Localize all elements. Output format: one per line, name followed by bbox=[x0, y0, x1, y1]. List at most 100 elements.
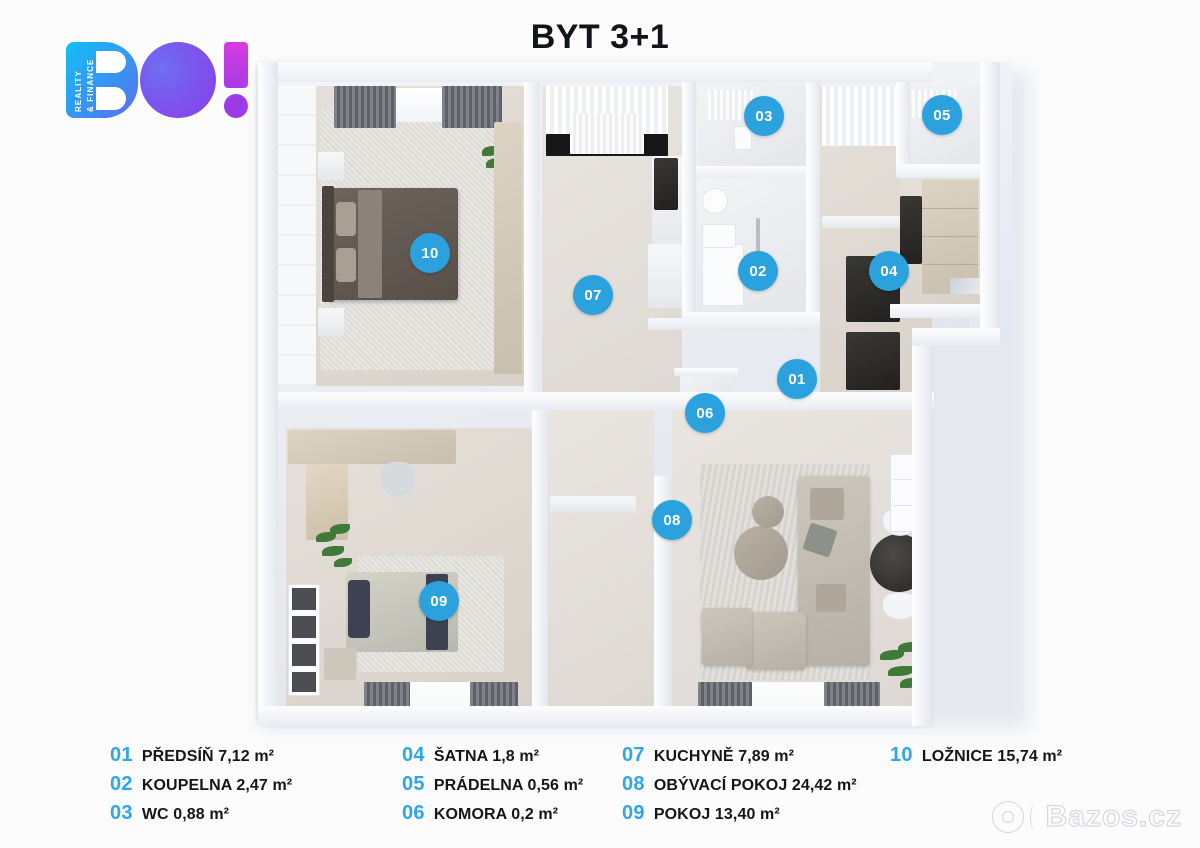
badge-room-08[interactable]: 08 bbox=[652, 500, 692, 540]
legend: 01 PŘEDSÍŇ 7,12 m² 02 KOUPELNA 2,47 m² 0… bbox=[110, 744, 1110, 836]
legend-label: KOMORA 0,2 m² bbox=[433, 806, 559, 823]
brand-logo: REALITY & FINANCE bbox=[66, 38, 248, 122]
legend-column-1: 01 PŘEDSÍŇ 7,12 m² 02 KOUPELNA 2,47 m² 0… bbox=[110, 744, 292, 831]
logo-exclamation-dot bbox=[224, 94, 248, 118]
legend-number: 02 bbox=[110, 773, 133, 795]
wall-bedroom10-kitchen bbox=[524, 76, 540, 406]
wall-kitchen-bath bbox=[682, 76, 696, 316]
living-08-coffee-table bbox=[734, 526, 788, 580]
bedroom-10-wardrobe-strip bbox=[494, 122, 522, 374]
legend-item-04: 04 ŠATNA 1,8 m² bbox=[402, 744, 583, 773]
bedroom-10-nightstand-top bbox=[318, 152, 344, 180]
wardrobe-04-mirror-panel bbox=[900, 196, 922, 264]
kitchen-07-window bbox=[570, 114, 644, 154]
wall-exterior-right bbox=[912, 338, 932, 726]
kitchen-07-appliance bbox=[654, 158, 678, 210]
room-09-overhead-cabinet bbox=[288, 430, 456, 464]
badge-room-01[interactable]: 01 bbox=[777, 359, 817, 399]
floorplan-render: 01 02 03 04 05 06 07 08 09 10 bbox=[250, 56, 1030, 730]
bedroom-10-pillow-bottom bbox=[336, 248, 356, 282]
wall-mid-horizontal bbox=[258, 392, 934, 410]
wall-exterior-right-upper bbox=[980, 62, 1000, 344]
wall-exterior-left bbox=[258, 62, 278, 722]
watermark-text: Bazos.cz bbox=[1045, 799, 1182, 833]
living-08-cushion-1 bbox=[810, 488, 844, 520]
badge-room-02[interactable]: 02 bbox=[738, 251, 778, 291]
living-08-side-table bbox=[752, 496, 784, 528]
legend-number: 07 bbox=[622, 744, 645, 766]
legend-number: 05 bbox=[402, 773, 425, 795]
badge-room-09[interactable]: 09 bbox=[419, 581, 459, 621]
kitchen-07-counter-lower bbox=[648, 244, 682, 308]
room-09-wall-art bbox=[288, 584, 320, 696]
badge-label: 08 bbox=[663, 511, 681, 529]
bedroom-10-throw bbox=[358, 190, 382, 298]
badge-label: 01 bbox=[788, 370, 806, 388]
logo-letter-o bbox=[140, 42, 216, 118]
room-09-plant bbox=[316, 524, 360, 576]
room-09-desk-chair bbox=[380, 462, 416, 498]
legend-item-09: 09 POKOJ 13,40 m² bbox=[622, 802, 857, 831]
legend-column-3: 07 KUCHYNĚ 7,89 m² 08 OBÝVACÍ POKOJ 24,4… bbox=[622, 744, 857, 831]
legend-label: ŠATNA 1,8 m² bbox=[433, 748, 540, 765]
badge-room-06[interactable]: 06 bbox=[685, 393, 725, 433]
wall-wc-bath bbox=[696, 166, 812, 178]
corridor-console bbox=[550, 496, 636, 512]
bedroom-10-pillow-top bbox=[336, 202, 356, 236]
logo-tagline-line2: & FINANCE bbox=[86, 58, 95, 112]
paren-icon bbox=[1029, 804, 1040, 830]
legend-label: KUCHYNĚ 7,89 m² bbox=[653, 748, 795, 765]
badge-room-03[interactable]: 03 bbox=[744, 96, 784, 136]
legend-item-03: 03 WC 0,88 m² bbox=[110, 802, 292, 831]
legend-number: 06 bbox=[402, 802, 425, 824]
at-sign-icon bbox=[991, 801, 1024, 833]
legend-item-07: 07 KUCHYNĚ 7,89 m² bbox=[622, 744, 857, 773]
bedroom-10-blind-left bbox=[334, 86, 396, 128]
watermark: Bazos.cz bbox=[991, 799, 1182, 834]
wc-03-toilet bbox=[734, 126, 752, 150]
badge-room-07[interactable]: 07 bbox=[573, 275, 613, 315]
legend-item-01: 01 PŘEDSÍŇ 7,12 m² bbox=[110, 744, 292, 773]
room-09-nightstand bbox=[324, 648, 356, 680]
badge-room-04[interactable]: 04 bbox=[869, 251, 909, 291]
bathroom-02-bathtub bbox=[702, 244, 744, 306]
hallway-01-door-panel bbox=[846, 332, 900, 390]
legend-number: 09 bbox=[622, 802, 645, 824]
badge-room-05[interactable]: 05 bbox=[922, 95, 962, 135]
legend-item-08: 08 OBÝVACÍ POKOJ 24,42 m² bbox=[622, 773, 857, 802]
bedroom-10-nightstand-bottom bbox=[318, 308, 344, 336]
wall-laundry-left bbox=[896, 76, 910, 172]
legend-number: 03 bbox=[110, 802, 133, 824]
bathroom-02-mirror bbox=[702, 188, 728, 214]
living-08-plant bbox=[880, 640, 930, 696]
wall-exterior-bottom bbox=[258, 706, 932, 726]
bedroom-10-panel-wall bbox=[278, 86, 316, 386]
legend-column-2: 04 ŠATNA 1,8 m² 05 PRÁDELNA 0,56 m² 06 K… bbox=[402, 744, 583, 831]
legend-item-05: 05 PRÁDELNA 0,56 m² bbox=[402, 773, 583, 802]
badge-room-10[interactable]: 10 bbox=[410, 233, 450, 273]
legend-label: POKOJ 13,40 m² bbox=[653, 806, 780, 823]
badge-label: 03 bbox=[755, 107, 773, 125]
hallway-01-shelf bbox=[822, 216, 902, 228]
legend-number: 10 bbox=[890, 744, 913, 766]
badge-label: 02 bbox=[749, 262, 767, 280]
badge-label: 05 bbox=[933, 106, 951, 124]
legend-number: 08 bbox=[622, 773, 645, 795]
legend-item-10: 10 LOŽNICE 15,74 m² bbox=[890, 744, 1062, 773]
legend-label: KOUPELNA 2,47 m² bbox=[141, 777, 293, 794]
wall-room09-right bbox=[532, 410, 548, 710]
legend-label: PŘEDSÍŇ 7,12 m² bbox=[141, 748, 275, 765]
wall-pantry-edge bbox=[674, 368, 738, 376]
room-09-pillow bbox=[348, 580, 370, 638]
legend-label: OBÝVACÍ POKOJ 24,42 m² bbox=[653, 777, 857, 794]
bedroom-10-headboard bbox=[322, 186, 334, 302]
wall-laundry-bottom bbox=[896, 164, 984, 178]
badge-label: 07 bbox=[584, 286, 602, 304]
living-08-ottoman bbox=[746, 612, 806, 670]
legend-label: WC 0,88 m² bbox=[141, 806, 230, 823]
badge-label: 06 bbox=[696, 404, 714, 422]
logo-tagline-line1: REALITY bbox=[74, 70, 83, 112]
bedroom-10-blind-right bbox=[442, 86, 502, 128]
wall-exterior-top bbox=[258, 62, 932, 82]
